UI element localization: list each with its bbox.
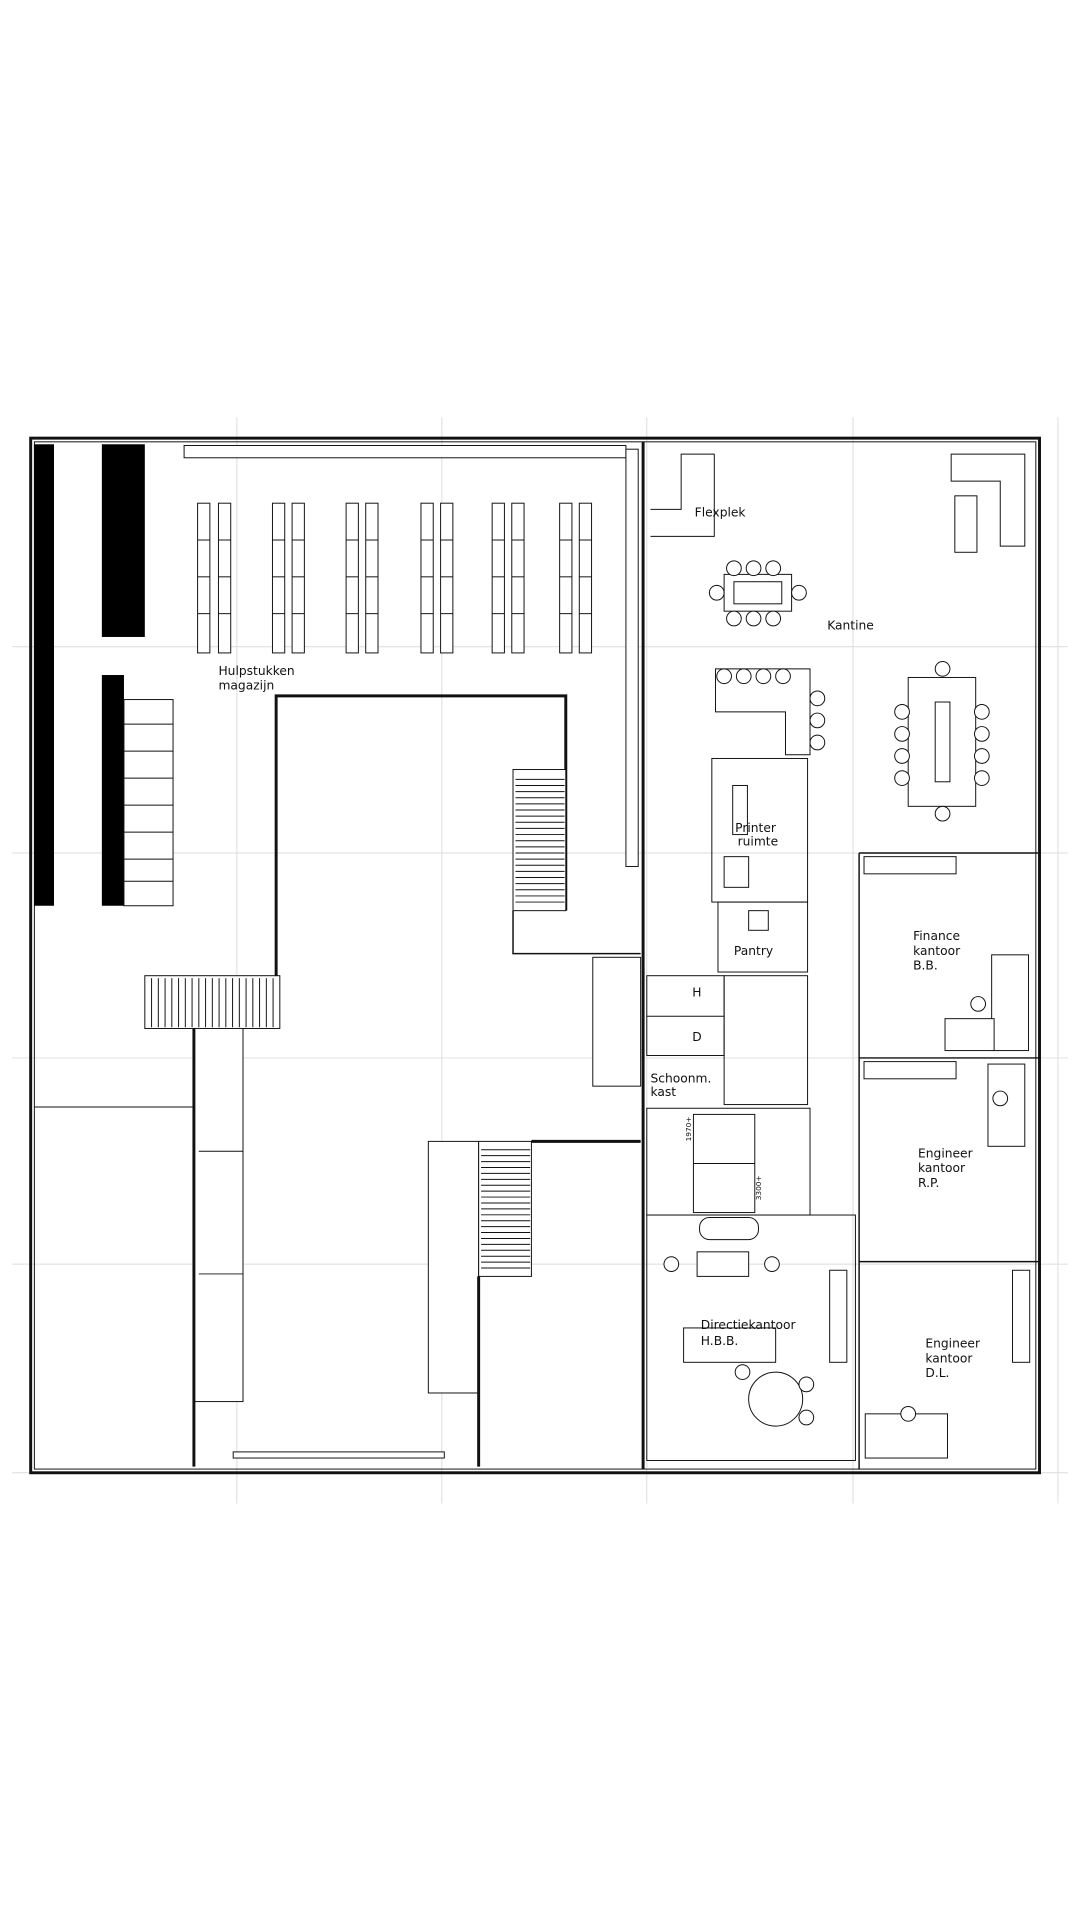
shelf [559, 502, 573, 654]
label-schoonmaak: Schoonm. [650, 1071, 711, 1085]
chair [894, 703, 910, 720]
chair [745, 610, 762, 627]
chair [764, 1256, 780, 1272]
chair [734, 1364, 751, 1380]
chair [765, 610, 782, 627]
stair-level-lower: 3300+ [754, 1175, 763, 1200]
label-directie: H.B.B. [701, 1334, 739, 1348]
chair [973, 748, 990, 764]
shelf [440, 502, 454, 654]
label-printer: Printer [735, 821, 777, 835]
chair [973, 770, 990, 786]
label-flexplek: Flexplek [695, 506, 747, 520]
furniture [663, 453, 1029, 1459]
shelf [578, 502, 593, 654]
chair [900, 1405, 917, 1422]
outer-walls [29, 436, 1041, 1475]
chair [735, 668, 752, 685]
chair [716, 668, 732, 685]
office-walls [641, 441, 1040, 1470]
label-engineer-rp: R.P. [918, 1176, 939, 1190]
shelf [365, 502, 379, 654]
chair [745, 560, 762, 577]
label-engineer-dl: Engineer [925, 1337, 981, 1351]
label-kantine: Kantine [827, 619, 874, 633]
shelf [291, 502, 305, 654]
shelf [345, 502, 359, 654]
chair [726, 560, 742, 577]
label-printer: ruimte [738, 835, 779, 849]
shelf [511, 502, 525, 654]
label-engineer-rp: kantoor [918, 1161, 966, 1175]
shelf [197, 502, 211, 654]
grid-lines [12, 417, 1068, 1504]
label-toilet-d: D [692, 1030, 701, 1044]
label-engineer-dl: kantoor [925, 1351, 973, 1365]
label-finance: B.B. [913, 959, 938, 973]
chair [809, 734, 826, 751]
chair [894, 770, 910, 786]
chair [970, 996, 987, 1012]
chair [726, 610, 742, 627]
chair [765, 560, 782, 577]
label-magazijn: magazijn [218, 679, 274, 693]
chair [708, 584, 725, 601]
storage-racks [34, 444, 639, 907]
shelf [217, 502, 232, 654]
chair [798, 1409, 815, 1426]
chair [791, 584, 807, 601]
chair [809, 712, 826, 729]
mezzanine [144, 694, 642, 1467]
label-engineer-dl: D.L. [925, 1366, 949, 1380]
label-finance: Finance [913, 929, 960, 943]
room-labels: Flexplek Kantine Hulpstukken magazijn Pr… [218, 506, 981, 1380]
shelf [420, 502, 434, 654]
chair [894, 748, 910, 764]
label-finance: kantoor [913, 944, 961, 958]
chair [934, 805, 951, 822]
chair [755, 668, 772, 685]
stair-level-upper: 1970+ [684, 1116, 693, 1141]
chair [775, 668, 791, 685]
chair [798, 1376, 815, 1393]
chair [894, 726, 910, 742]
shelf [491, 502, 505, 654]
chair [663, 1256, 680, 1272]
chair [809, 690, 826, 707]
label-toilet-h: H [692, 986, 701, 1000]
chair [973, 726, 990, 742]
chair [934, 661, 951, 677]
shelf [271, 502, 286, 654]
label-pantry: Pantry [734, 944, 773, 958]
chair [973, 703, 990, 720]
label-directie: Directiekantoor [701, 1318, 797, 1332]
chair [992, 1090, 1009, 1107]
label-engineer-rp: Engineer [918, 1146, 974, 1160]
label-magazijn: Hulpstukken [218, 664, 294, 678]
label-schoonmaak: kast [650, 1085, 676, 1099]
